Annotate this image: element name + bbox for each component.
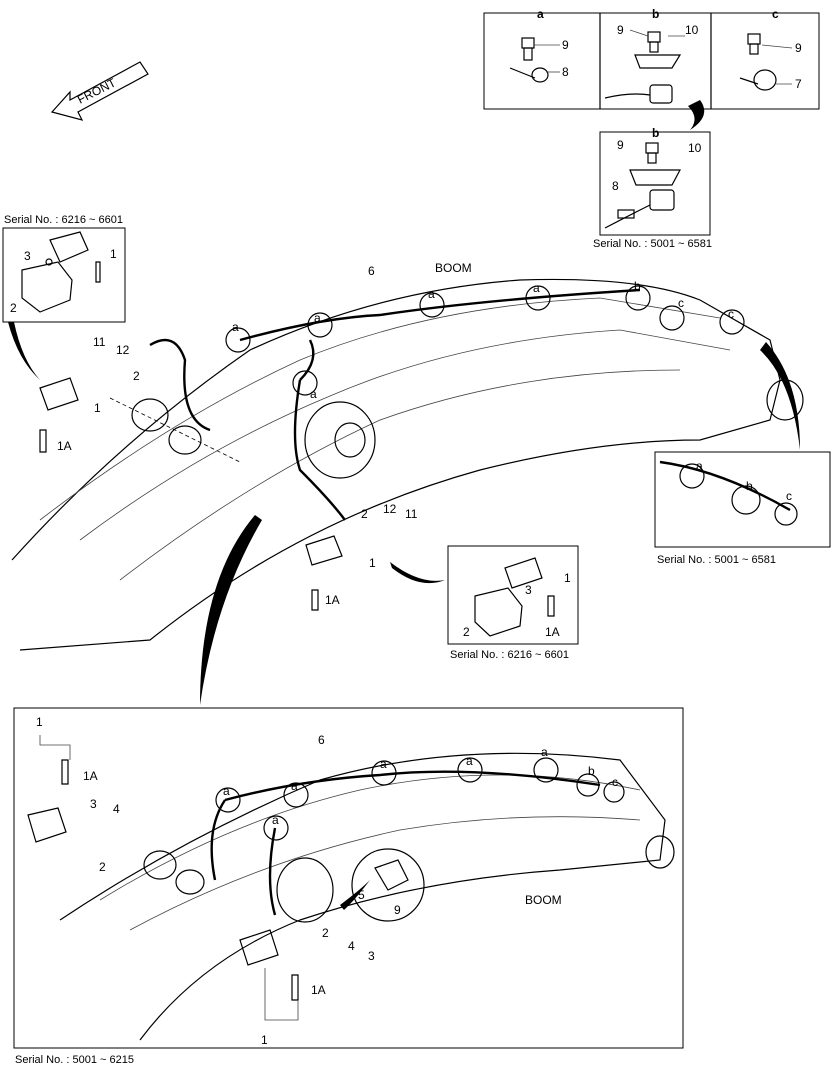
label-8a: 8 — [562, 65, 569, 79]
callout-b-r: b — [746, 479, 753, 493]
label-3-bl: 3 — [90, 797, 97, 811]
detail-b-title: b — [652, 7, 659, 21]
label-1-cd: 1 — [564, 571, 571, 585]
callout-a-b1: a — [223, 784, 230, 798]
serial-b-detail: Serial No. : 5001 ~ 6581 — [593, 238, 712, 250]
label-6-b: 6 — [318, 733, 325, 747]
callout-a-2: a — [314, 311, 321, 325]
label-2-c: 2 — [361, 507, 368, 521]
callout-b-1: b — [634, 279, 641, 293]
label-1-c: 1 — [369, 556, 376, 570]
serial-bottom: Serial No. : 5001 ~ 6215 — [15, 1054, 134, 1066]
label-1a-cd: 1A — [545, 625, 560, 639]
label-3-tl: 3 — [24, 249, 31, 263]
detail-lamp-topleft: Serial No. : 6216 ~ 6601 3 1 2 — [2, 214, 126, 323]
label-2-bl: 2 — [99, 860, 106, 874]
label-1a-bl: 1A — [83, 769, 98, 783]
label-3-bc: 3 — [368, 949, 375, 963]
label-1-l: 1 — [94, 401, 101, 415]
callout-b-b: b — [588, 764, 595, 778]
label-7c: 7 — [795, 77, 802, 91]
detail-box-right: a b c Serial No. : 5001 ~ 6581 — [654, 451, 831, 566]
detail-box-abc: a b c 9 8 9 10 9 7 — [483, 7, 820, 110]
callout-a-1: a — [232, 320, 239, 334]
boom-label-bottom: BOOM — [525, 893, 562, 907]
label-1a-bc: 1A — [311, 983, 326, 997]
callout-a-4: a — [533, 281, 540, 295]
detail-box-center: 1 3 2 1A Serial No. : 6216 ~ 6601 — [447, 545, 579, 661]
label-2-l: 2 — [133, 369, 140, 383]
label-3-cd: 3 — [525, 583, 532, 597]
boom-main: BOOM 6 a a a a a b c c 11 12 2 1 1A 2 12… — [11, 261, 804, 651]
label-2-bc: 2 — [322, 926, 329, 940]
label-4-bl: 4 — [113, 802, 120, 816]
label-10b2: 10 — [688, 141, 702, 155]
label-9a: 9 — [562, 38, 569, 52]
label-11-c: 11 — [405, 507, 418, 521]
label-11-l: 11 — [93, 335, 106, 349]
callout-a-3: a — [428, 287, 435, 301]
callout-a-b5: a — [541, 745, 548, 759]
label-2-tl: 2 — [10, 301, 17, 315]
serial-center-detail: Serial No. : 6216 ~ 6601 — [450, 649, 569, 661]
label-2-cd: 2 — [463, 625, 470, 639]
callout-a-r: a — [696, 459, 703, 473]
label-1a-l: 1A — [57, 439, 72, 453]
serial-right-detail: Serial No. : 5001 ~ 6581 — [657, 554, 776, 566]
detail-a-title: a — [537, 7, 544, 21]
detail-box-b2: b 9 10 8 Serial No. : 5001 ~ 6581 — [593, 126, 712, 250]
label-9b2: 9 — [617, 138, 624, 152]
label-9c: 9 — [795, 41, 802, 55]
detail-b2-title: b — [652, 126, 659, 140]
detail-box-bottom: 6 BOOM a a a a a a b c 5 9 1 1A 3 4 2 2 … — [13, 707, 684, 1066]
label-4-bc: 4 — [348, 939, 355, 953]
callout-c-b: c — [612, 775, 618, 789]
clip-icon — [531, 67, 549, 83]
label-1-tl: 1 — [110, 247, 117, 261]
callout-a-b2: a — [291, 779, 298, 793]
callout-c-1: c — [678, 296, 684, 310]
label-10b: 10 — [685, 23, 699, 37]
label-12-l: 12 — [116, 343, 130, 357]
label-1-bc: 1 — [261, 1033, 268, 1047]
label-1a-c: 1A — [325, 593, 340, 607]
label-9-b: 9 — [394, 903, 401, 917]
label-9b: 9 — [617, 23, 624, 37]
callout-c-r: c — [786, 489, 792, 503]
detail-c-title: c — [772, 7, 779, 21]
callout-a-b3: a — [380, 757, 387, 771]
callout-c-2: c — [728, 307, 734, 321]
callout-a-5: a — [310, 387, 317, 401]
callout-a-b6: a — [272, 813, 279, 827]
label-8b2: 8 — [612, 179, 619, 193]
label-12-c: 12 — [383, 502, 397, 516]
boom-label-top: BOOM — [435, 261, 472, 275]
label-6-top: 6 — [368, 264, 375, 278]
label-5-b: 5 — [358, 888, 365, 902]
front-arrow: FRONT — [50, 61, 149, 121]
serial-top-left: Serial No. : 6216 ~ 6601 — [4, 214, 123, 226]
callout-a-b4: a — [466, 754, 473, 768]
label-1-bl: 1 — [36, 715, 43, 729]
